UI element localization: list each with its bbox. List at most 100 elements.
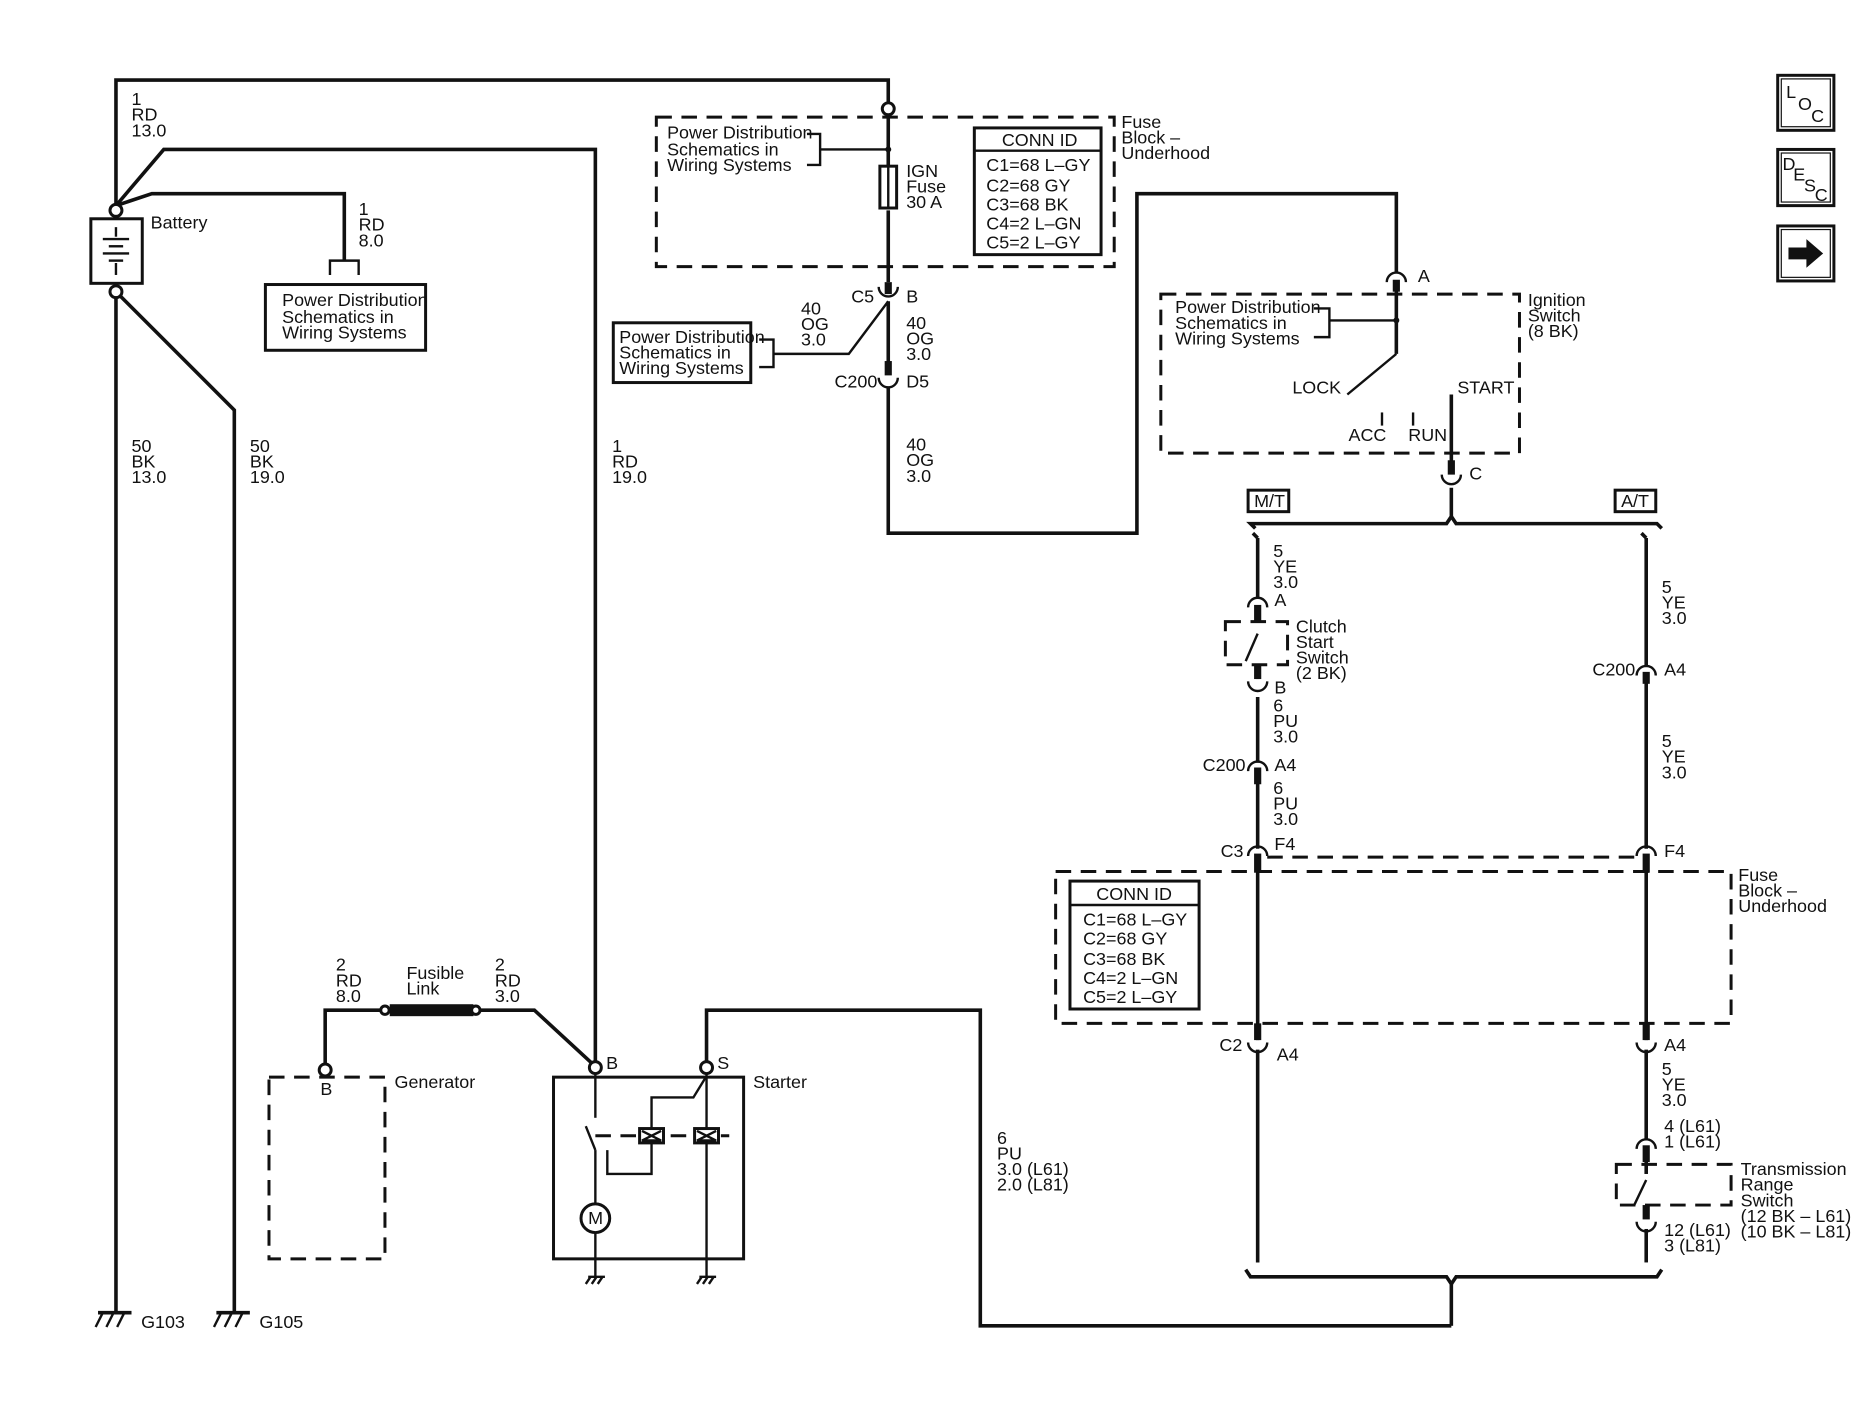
conn-id-row: C1=68 L–GY: [1083, 909, 1187, 929]
wire-label: 2: [336, 955, 346, 975]
wire-label: 2.0 (L81): [997, 1175, 1069, 1195]
loc-button[interactable]: L O C: [1776, 73, 1836, 132]
loc-char: C: [1811, 106, 1824, 126]
wire-label: 1: [359, 199, 369, 219]
pd-ref-line1: Power Distribution: [667, 123, 812, 143]
conn-id-row: C2=68 GY: [1083, 928, 1167, 948]
wire-label: PU: [1273, 793, 1298, 813]
wire-label: RD: [336, 970, 362, 990]
connector-pin: B: [1274, 677, 1286, 697]
connector-pin: 3 (L81): [1664, 1236, 1721, 1256]
wire-label: 3.0: [1273, 726, 1298, 746]
fuse-block-line2: Block –: [1121, 127, 1180, 147]
wire-label: BK: [250, 451, 274, 471]
conn-id-title: CONN ID: [1096, 884, 1172, 904]
battery: Battery: [89, 202, 207, 300]
wire-label: 3.0: [1662, 608, 1687, 628]
connector-label: C3: [1221, 841, 1244, 861]
wire-label: 5: [1662, 1059, 1672, 1079]
clutch-label-line3: Switch: [1296, 648, 1349, 668]
generator-label: Generator: [395, 1072, 476, 1092]
fuse-block-line1: Fuse: [1738, 865, 1778, 885]
ignition-title-line3: (8 BK): [1528, 321, 1579, 341]
ignition-lock-label: LOCK: [1292, 377, 1341, 397]
fusible-label-line2: Link: [406, 979, 439, 999]
wire-label: 13.0: [132, 467, 167, 487]
wire-label: 2: [495, 955, 505, 975]
wire-label: 8.0: [336, 986, 361, 1006]
wire-label: 5: [1273, 541, 1283, 561]
ground-label: G105: [259, 1312, 303, 1332]
tab-at-label: A/T: [1621, 491, 1649, 511]
wire-label: 8.0: [359, 230, 384, 250]
wire-label: 19.0: [612, 467, 647, 487]
wire-label: BK: [132, 451, 156, 471]
wire-label: OG: [906, 450, 934, 470]
loc-char: L: [1786, 82, 1796, 102]
arrow-right-icon: [1788, 239, 1824, 268]
ignition-run-label: RUN: [1408, 425, 1447, 445]
desc-char: C: [1815, 185, 1828, 205]
wire-label: RD: [132, 105, 158, 125]
conn-id-row: C3=68 BK: [986, 194, 1068, 214]
trs-label-line5: (10 BK – L81): [1741, 1221, 1852, 1241]
conn-id-row: C3=68 BK: [1083, 949, 1165, 969]
wire-label: PU: [1273, 711, 1298, 731]
wire-label: YE: [1662, 593, 1686, 613]
trs-label-line3: Switch: [1741, 1190, 1794, 1210]
connector-pin: B: [906, 286, 918, 306]
fuse-block-line1: Fuse: [1121, 112, 1161, 132]
connector-pin: F4: [1664, 841, 1685, 861]
wire-label: PU: [997, 1144, 1022, 1164]
desc-char: E: [1793, 165, 1805, 185]
starter-pin-s: S: [717, 1053, 729, 1073]
fuse-block-underhood-top: Power Distribution Schematics in Wiring …: [654, 101, 1210, 269]
wire-label: 50: [132, 436, 152, 456]
pd-ref-line1: Power Distribution: [1175, 297, 1320, 317]
pd-ref-box-battery: Power Distribution Schematics in Wiring …: [263, 259, 428, 352]
pd-ref-line2: Schematics in: [619, 343, 731, 363]
starter-label: Starter: [753, 1072, 807, 1092]
wire-label: 3.0: [906, 344, 931, 364]
fuse-block-line3: Underhood: [1738, 896, 1827, 916]
connector-pin: A4: [1664, 659, 1686, 679]
ground-label: G103: [141, 1312, 185, 1332]
tab-at: A/T: [1613, 488, 1658, 514]
wire-label: 3.0: [1273, 572, 1298, 592]
generator: B Generator: [267, 1062, 476, 1261]
desc-char: S: [1804, 175, 1816, 195]
trs-label-line1: Transmission: [1741, 1159, 1847, 1179]
connector-pin: A: [1274, 590, 1286, 610]
ign-fuse-line3: 30 A: [906, 192, 942, 212]
wire-label: 19.0: [250, 467, 285, 487]
transmission-range-switch: 4 (L61) 1 (L61) 12 (L61) 3 (L81) Transmi…: [1614, 1116, 1852, 1256]
desc-button[interactable]: D E S C: [1776, 147, 1836, 208]
pd-ref-line3: Wiring Systems: [282, 322, 407, 342]
tab-mt: M/T: [1246, 488, 1291, 514]
wire-label: 6: [997, 1128, 1007, 1148]
clutch-label-line2: Start: [1296, 632, 1334, 652]
ign-fuse-line1: IGN: [906, 161, 938, 181]
connector-pin: 4 (L61): [1664, 1116, 1721, 1136]
pd-ref-line1: Power Distribution: [619, 327, 764, 347]
ignition-acc-label: ACC: [1349, 425, 1387, 445]
wire-label: 1: [132, 89, 142, 109]
conn-id-table-top: CONN ID C1=68 L–GY C2=68 GY C3=68 BK C4=…: [972, 126, 1103, 257]
pd-ref-line3: Wiring Systems: [619, 358, 744, 378]
desc-char: D: [1782, 154, 1795, 174]
connector-c5: C5 B: [851, 282, 918, 306]
ground-g105: G105: [212, 1310, 303, 1332]
connector-pin: A: [1418, 266, 1430, 286]
connector-pin: 12 (L61): [1664, 1220, 1731, 1240]
next-button[interactable]: [1776, 224, 1836, 283]
ground-icon: [584, 1275, 605, 1285]
connector-pin: A4: [1664, 1035, 1686, 1055]
connector-pin: C: [1469, 463, 1482, 483]
wire-label: OG: [906, 328, 934, 348]
connector-c200-top: C200 D5: [834, 361, 929, 391]
connector-label: C2: [1219, 1035, 1242, 1055]
pd-ref-line1: Power Distribution: [282, 290, 427, 310]
loc-char: O: [1798, 94, 1812, 114]
ignition-title-line2: Switch: [1528, 306, 1581, 326]
wire-label: 5: [1662, 731, 1672, 751]
